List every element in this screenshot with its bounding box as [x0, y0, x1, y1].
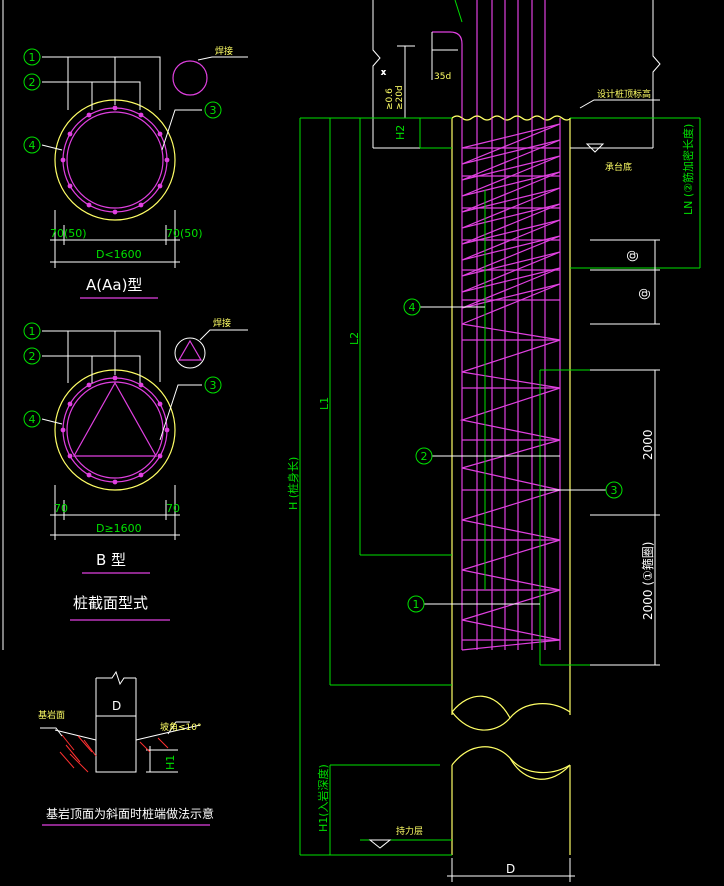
section-b-title: B 型: [96, 551, 126, 569]
marker-a-2: [23, 73, 41, 91]
section-a: 1 2 4 3 焊接 70(50) 70(50) D<1600 A(Aa)型: [23, 45, 248, 299]
section-b-triangle-stiffener: [72, 381, 158, 457]
svg-text:4: 4: [29, 413, 36, 426]
slope-detail: D H1 基岩面 坡角≤10° 基岩顶面为斜面时桩端做法示意: [38, 670, 214, 826]
svg-text:2: 2: [29, 76, 36, 89]
leader-a-1: [42, 56, 161, 110]
marker-e-3: [605, 481, 623, 499]
slope-detail-title: 基岩顶面为斜面时桩端做法示意: [46, 806, 214, 821]
svg-text:4: 4: [29, 139, 36, 152]
leader-b-3: [159, 384, 202, 441]
marker-b-4: [23, 410, 41, 428]
anchor-left-label-1: ≥0.6: [385, 88, 395, 110]
section-a-title: A(Aa)型: [86, 276, 142, 294]
marker-a-1: [23, 48, 41, 66]
section-a-spiral-circle: [62, 107, 168, 213]
section-a-rebar-dots: [60, 105, 170, 215]
slope-d-label: D: [112, 699, 121, 713]
dim-2000-lower: 2000 (①箍圈): [640, 542, 655, 620]
bottom-d-label: D: [506, 862, 515, 876]
leader-a-3: [161, 109, 202, 151]
cap-wall-right: [652, 0, 661, 148]
leader-b-4: [41, 418, 63, 425]
marker-e-2: [415, 447, 433, 465]
marker-e-1: [407, 595, 425, 613]
l2-label: L2: [348, 332, 361, 345]
anchor-symbol: ᕽ: [381, 70, 386, 81]
section-b-cover-left: 70: [54, 502, 68, 515]
h1-label: H1(入岩深度): [316, 764, 330, 832]
main-rebars: [461, 118, 561, 650]
leader-b-2: [42, 355, 141, 383]
anchor-hook: [432, 31, 463, 118]
section-b: 1 2 4 3 焊接 70 70 D≥1600 B 型: [23, 317, 248, 574]
slope-left-label: 基岩面: [38, 709, 65, 721]
leader-a-2: [42, 81, 141, 110]
slope-h1-label: H1: [164, 755, 177, 770]
pile-section-caption: 桩截面型式: [73, 594, 148, 612]
pile-top-wavy: [451, 115, 572, 121]
svg-text:3: 3: [210, 104, 217, 117]
marker-b-1: [23, 322, 41, 340]
cap-top-label: 设计桩顶标高: [597, 88, 651, 100]
spiral-dense-zone: [461, 123, 561, 325]
section-b-weld-label: 焊接: [213, 317, 231, 329]
leader-a-4: [41, 144, 63, 151]
leader-b-weld: [199, 329, 248, 341]
marker-b-3: [204, 376, 222, 394]
cap-wall-left: [372, 0, 381, 148]
slope-right-label: 坡角≤10°: [160, 721, 202, 733]
section-a-stirrup-circle: [66, 111, 164, 209]
section-b-outer-circle: [54, 369, 176, 491]
section-a-cover-right: 70(50): [166, 227, 203, 240]
cap-bottom-label: 承台底: [605, 161, 632, 173]
section-a-outer-circle: [54, 99, 176, 221]
section-a-diameter: D<1600: [96, 248, 142, 261]
section-b-weld-detail: [174, 337, 206, 369]
h-total-label: H (桩身长): [286, 457, 300, 510]
section-b-rebar-dots: [60, 375, 170, 485]
section-a-cover-left: 70(50): [50, 227, 87, 240]
spacing-top-label: @: [625, 250, 639, 262]
pile-elevation: 35d ≥0.6 ≥20d ᕽ: [286, 0, 701, 882]
section-a-weld-detail: [172, 60, 208, 96]
spacing-mid-label: @: [637, 288, 651, 300]
svg-text:1: 1: [29, 325, 36, 338]
svg-text:4: 4: [409, 301, 416, 314]
svg-text:3: 3: [611, 484, 618, 497]
anchor-rebars: [476, 0, 546, 118]
marker-e-4: [403, 298, 421, 316]
leader-a-weld: [197, 56, 248, 61]
svg-text:3: 3: [210, 379, 217, 392]
l1-label: L1: [318, 397, 331, 410]
leader-b-1: [42, 330, 161, 382]
anchor-top-label: 35d: [434, 72, 451, 82]
dim-2000-upper: 2000: [641, 429, 655, 460]
svg-text:1: 1: [413, 598, 420, 611]
h2-label: H2: [394, 125, 407, 140]
svg-text:2: 2: [29, 350, 36, 363]
section-b-stirrup-circle: [66, 381, 164, 479]
section-b-cover-right: 70: [166, 502, 180, 515]
svg-text:2: 2: [421, 450, 428, 463]
section-b-diameter: D≥1600: [96, 522, 142, 535]
marker-a-4: [23, 136, 41, 154]
rock-layer-label: 持力层: [396, 825, 423, 837]
break-line-top: [451, 703, 571, 731]
marker-b-2: [23, 347, 41, 365]
ln-label: LN (②筋加密长度): [681, 124, 695, 215]
section-a-weld-label: 焊接: [215, 45, 233, 57]
section-b-spiral-circle: [62, 377, 168, 483]
marker-a-3: [204, 101, 222, 119]
anchor-left-label-2: ≥20d: [395, 85, 405, 110]
svg-text:1: 1: [29, 51, 36, 64]
